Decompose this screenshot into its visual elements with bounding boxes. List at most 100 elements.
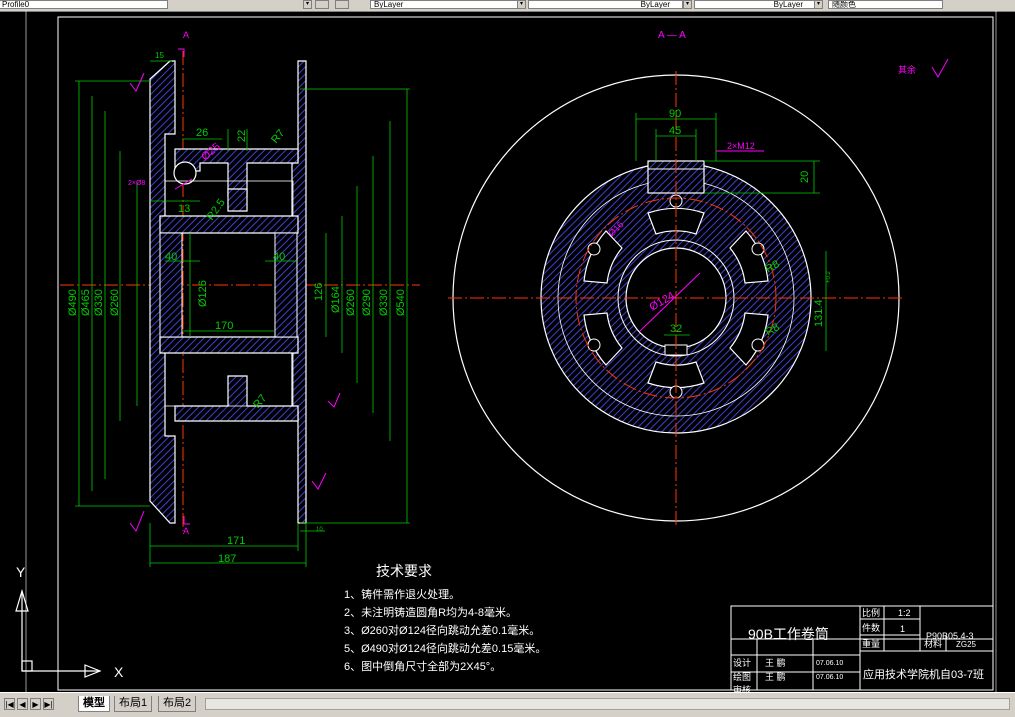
left-section-view: A A: [60, 30, 420, 567]
ucs-x-label: X: [114, 664, 124, 680]
tech-item: 6、图中倒角尺寸全部为2X45°。: [344, 659, 501, 673]
dim-22: 22: [236, 130, 248, 142]
dim-26: 26: [196, 127, 208, 139]
section-mark-top: A: [183, 30, 189, 40]
right-dimension-text: 90 45 2×M12 20 32 Ø124 R8 R8 131.4 +0.2 …: [606, 108, 832, 339]
qty-label: 件数: [862, 622, 880, 633]
dim-tolerance: +0.2: [826, 270, 832, 283]
drawing-number: P90B05.4-3: [926, 631, 974, 641]
dim-131-4: 131.4: [813, 299, 825, 327]
plot-style-combo[interactable]: Profile0: [0, 0, 168, 9]
dim-phi260-right: Ø260: [345, 289, 357, 316]
design-date: 07.06.10: [816, 660, 843, 667]
hole-note: 2×Ø8: [128, 180, 145, 187]
part-name: 90B工作卷筒: [748, 626, 829, 642]
technical-requirements: 技术要求 1、铸件需作退火处理。 2、未注明铸造圆角R均为4-8毫米。 3、Ø2…: [344, 563, 546, 673]
draw-name: 王 鹏: [765, 671, 786, 682]
tech-heading: 技术要求: [376, 563, 432, 579]
dim-phi490: Ø490: [67, 289, 79, 316]
material-value: ZG25: [956, 640, 977, 649]
dim-187: 187: [218, 553, 236, 565]
qty-value: 1: [900, 624, 905, 634]
next-tab-icon[interactable]: ▶: [30, 698, 41, 710]
ucs-icon: [15, 588, 102, 678]
right-dimension-lines: [635, 113, 827, 351]
dimension-text: 15 26 22 R7 Ø25 R2.5 13 40 40 Ø126 170 1…: [67, 51, 407, 565]
hub-left: [159, 232, 183, 338]
layer-combo[interactable]: ByLayer: [370, 0, 520, 9]
section-mark-bottom: A: [183, 526, 189, 536]
title-block: [730, 605, 994, 691]
last-tab-icon[interactable]: ▶|: [43, 698, 54, 710]
tech-item: 1、铸件需作退火处理。: [344, 587, 460, 601]
dim-20: 20: [799, 171, 811, 183]
draw-date: 07.06.10: [816, 674, 843, 681]
dim-r7-top: R7: [269, 127, 287, 145]
dim-15: 15: [155, 51, 164, 60]
drawing-canvas[interactable]: A A: [0, 11, 1015, 692]
dim-phi126-inner: Ø126: [197, 280, 209, 307]
lineweight-combo[interactable]: ByLayer: [694, 0, 816, 9]
dim-phi465: Ø465: [80, 289, 92, 316]
dim-phi540: Ø540: [395, 289, 407, 316]
lower-web: [174, 375, 299, 422]
surface-marks: [129, 72, 341, 533]
dimension-lines: [75, 60, 410, 567]
dim-phi330-right: Ø330: [378, 289, 390, 316]
lightening-holes: [583, 207, 769, 389]
chevron-down-icon[interactable]: ▾: [814, 0, 823, 9]
bolt-hole: [173, 161, 197, 185]
dim-90: 90: [669, 108, 681, 120]
scale-label: 比例: [862, 607, 880, 618]
tech-item: 5、Ø490对Ø124径向跳动允差0.15毫米。: [344, 641, 546, 655]
review-label: 审核: [733, 684, 751, 692]
hub-bottom: [159, 336, 299, 354]
dim-40-right: 40: [273, 251, 285, 263]
design-name: 王 鹏: [765, 657, 786, 668]
title-block-text: 90B工作卷筒 比例 1:2 件数 1 重量 材料 ZG25 P90B05.4-…: [733, 607, 984, 692]
layout-tabs-bar: |◀ ◀ ▶ ▶| 模型 布局1 布局2: [0, 692, 1015, 717]
dim-126: 126: [313, 283, 325, 301]
color-combo[interactable]: 随颜色: [828, 0, 943, 9]
dim-13: 13: [178, 203, 190, 215]
scale-value: 1:2: [898, 608, 911, 618]
tech-item: 3、Ø260对Ø124径向跳动允差0.1毫米。: [344, 623, 540, 637]
weight-label: 重量: [862, 638, 880, 649]
chevron-down-icon[interactable]: ▾: [517, 0, 526, 9]
first-tab-icon[interactable]: |◀: [4, 698, 15, 710]
chevron-down-icon[interactable]: ▾: [683, 0, 692, 9]
toolbar-icon[interactable]: [335, 0, 349, 9]
surface-note: 其余: [898, 64, 916, 75]
hub-top: [159, 215, 299, 234]
dim-phi260-left: Ø260: [109, 289, 121, 316]
right-section-view: A — A: [448, 30, 905, 526]
centerlines-right: [448, 71, 905, 526]
tab-model[interactable]: 模型: [78, 696, 110, 712]
hub-right: [274, 232, 298, 338]
dim-phi290: Ø290: [361, 289, 373, 316]
ucs-y-label: Y: [16, 564, 26, 580]
design-label: 设计: [733, 657, 751, 668]
prev-tab-icon[interactable]: ◀: [17, 698, 28, 710]
material-label: 材料: [924, 638, 942, 649]
linetype-combo[interactable]: ByLayer: [528, 0, 683, 9]
school-name: 应用技术学院机自03-7班: [863, 667, 984, 681]
roughness-symbol: [931, 58, 949, 78]
view-title: A — A: [658, 30, 686, 41]
dim-45: 45: [669, 125, 681, 137]
dim-phi164: Ø164: [330, 286, 342, 313]
dim-40-left: 40: [165, 251, 177, 263]
horizontal-scrollbar[interactable]: [205, 698, 1010, 710]
chevron-down-icon[interactable]: ▾: [303, 0, 312, 9]
dim-32: 32: [670, 323, 682, 335]
dim-170: 170: [215, 320, 233, 332]
tech-item: 2、未注明铸造圆角R均为4-8毫米。: [344, 605, 517, 619]
dim-phi330-left: Ø330: [93, 289, 105, 316]
properties-toolbar: Profile0 ▾ ByLayer ▾ ByLayer ▾ ByLayer ▾…: [0, 0, 1015, 12]
toolbar-icon[interactable]: [315, 0, 329, 9]
dim-171: 171: [227, 535, 245, 547]
tab-layout1[interactable]: 布局1: [114, 696, 153, 712]
tab-layout2[interactable]: 布局2: [158, 696, 197, 712]
draw-label: 绘图: [733, 671, 751, 682]
dim-10: 10: [316, 527, 323, 533]
